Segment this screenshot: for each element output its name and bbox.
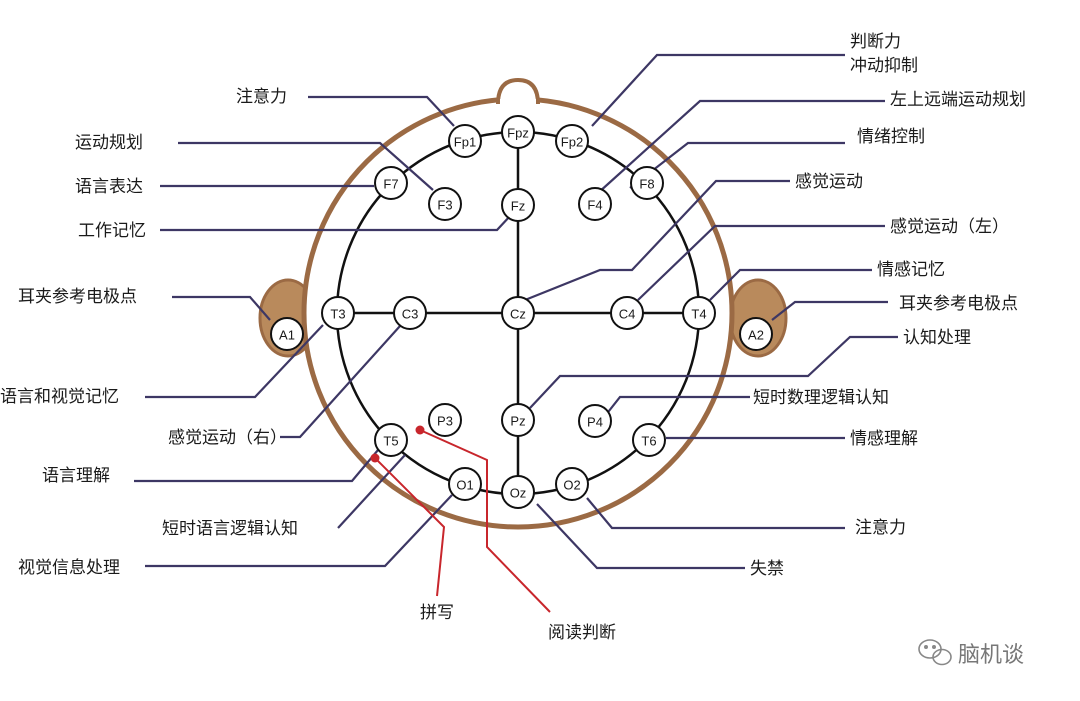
electrode-f4 (578, 187, 612, 221)
electrode-o1 (448, 467, 482, 501)
electrode-c4 (610, 296, 644, 330)
label-working-memory: 工作记忆 (78, 221, 146, 241)
electrode-t3 (321, 296, 355, 330)
electrode-label-f7: F7 (383, 177, 398, 192)
electrode-cz (501, 296, 535, 330)
electrode-label-a2: A2 (748, 328, 764, 343)
electrode-label-fpz: Fpz (507, 126, 529, 141)
electrode-label-fp2: Fp2 (561, 135, 583, 150)
red-dot-reading (415, 425, 425, 435)
label-ear-ref-right: 耳夹参考电极点 (899, 294, 1018, 314)
label-incontinence: 失禁 (750, 559, 784, 579)
electrode-f8 (630, 166, 664, 200)
electrode-fp2 (555, 124, 589, 158)
watermark: 脑机谈 (918, 639, 1024, 668)
label-sensorimotor-left: 感觉运动（左） (890, 217, 1009, 237)
label-cognitive-processing: 认知处理 (903, 328, 971, 348)
label-emotional-memory: 情感记忆 (877, 260, 945, 280)
electrode-label-f3: F3 (437, 198, 452, 213)
label-judgment: 判断力 (850, 32, 901, 52)
electrode-label-t5: T5 (383, 434, 398, 449)
electrode-label-cz: Cz (510, 307, 526, 322)
label-ear-ref-left: 耳夹参考电极点 (18, 287, 137, 307)
red-dot-spelling (370, 453, 380, 463)
electrode-t6 (632, 423, 666, 457)
electrode-label-t3: T3 (330, 307, 345, 322)
label-sensorimotor-right: 感觉运动（右） (168, 428, 287, 448)
label-visual-processing: 视觉信息处理 (18, 558, 120, 578)
label-emotion-control: 情绪控制 (857, 127, 925, 147)
electrode-t4 (682, 296, 716, 330)
electrode-label-t6: T6 (641, 434, 656, 449)
label-short-math-logic: 短时数理逻辑认知 (753, 388, 889, 408)
nose (496, 77, 540, 105)
electrode-label-f8: F8 (639, 177, 654, 192)
electrode-f3 (428, 187, 462, 221)
electrode-f7 (374, 166, 408, 200)
label-language-comprehension: 语言理解 (42, 466, 110, 486)
electrodes (270, 115, 773, 509)
electrode-p3 (428, 403, 462, 437)
label-attention-bottom: 注意力 (855, 518, 906, 538)
label-sensorimotor: 感觉运动 (795, 172, 863, 192)
electrode-label-t4: T4 (691, 307, 706, 322)
label-short-language-logic: 短时语言逻辑认知 (162, 519, 298, 539)
electrode-label-oz: Oz (510, 486, 527, 501)
function-labels: 判断力 冲动抑制 注意力 运动规划 左上远端运动规划 语言表达 情绪控制 感觉运… (0, 32, 1026, 643)
electrode-fz (501, 188, 535, 222)
electrode-label-fp1: Fp1 (454, 135, 476, 150)
electrode-a1 (270, 317, 304, 351)
label-emotional-understanding: 情感理解 (850, 429, 918, 449)
label-motor-planning: 运动规划 (75, 133, 143, 153)
leader-lines (134, 53, 898, 570)
electrode-p4 (578, 404, 612, 438)
electrode-fpz (501, 115, 535, 149)
watermark-text: 脑机谈 (958, 643, 1024, 668)
electrode-o2 (555, 467, 589, 501)
label-reading-judgment: 阅读判断 (548, 623, 616, 643)
electrode-label-c3: C3 (402, 307, 419, 322)
electrode-t5 (374, 423, 408, 457)
electrode-label-a1: A1 (279, 328, 295, 343)
electrode-a2 (739, 317, 773, 351)
electrode-label-p3: P3 (437, 414, 453, 429)
wechat-icon (918, 639, 952, 666)
electrode-label-f4: F4 (587, 198, 602, 213)
electrode-label-fz: Fz (511, 199, 525, 214)
electrode-oz (501, 475, 535, 509)
red-leader-lines (374, 429, 551, 613)
electrode-pz (501, 403, 535, 437)
electrode-label-o2: O2 (563, 478, 580, 493)
electrode-labels: Fp1 Fpz Fp2 F7 F3 Fz F4 F8 A1 T3 C3 Cz C… (279, 126, 764, 501)
electrode-label-p4: P4 (587, 415, 603, 430)
label-attention-top: 注意力 (236, 87, 287, 107)
label-spelling: 拼写 (420, 603, 454, 623)
electrode-c3 (393, 296, 427, 330)
label-left-distal-motor: 左上远端运动规划 (890, 90, 1026, 110)
label-verbal-visual-memory: 语言和视觉记忆 (0, 387, 119, 407)
electrode-label-o1: O1 (456, 478, 473, 493)
label-language-expression: 语言表达 (75, 177, 143, 197)
electrode-label-c4: C4 (619, 307, 636, 322)
electrode-label-pz: Pz (510, 414, 525, 429)
electrode-fp1 (448, 124, 482, 158)
label-impulse: 冲动抑制 (850, 56, 918, 76)
